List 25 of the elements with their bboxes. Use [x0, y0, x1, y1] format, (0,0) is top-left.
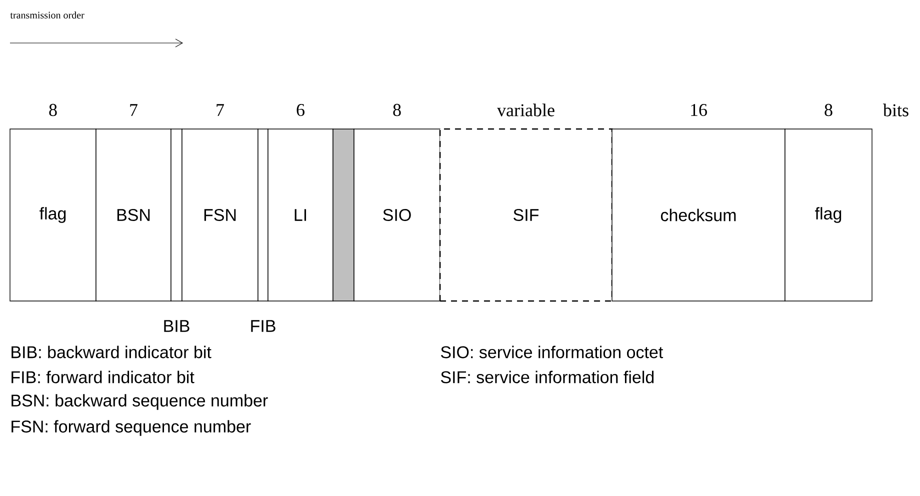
bit-box — [170, 128, 182, 302]
caption-text: transmission order — [10, 11, 84, 19]
note-text: SIO: service information octet — [440, 346, 664, 358]
bit-count: 7 — [216, 104, 224, 116]
bit-count: 8 — [824, 104, 832, 116]
bit-count: 7 — [130, 104, 138, 116]
field-box: flag — [10, 128, 96, 302]
unit-label: bits — [883, 104, 908, 116]
bit-count: 8 — [393, 104, 401, 116]
bit-count: 8 — [49, 104, 57, 116]
bit-count: variable — [497, 104, 554, 116]
field-box: checksum — [612, 128, 786, 302]
note-text: FIB: forward indicator bit — [12, 370, 194, 384]
spare-bits-bar — [332, 128, 354, 302]
note-text: FSN: forward sequence number — [12, 420, 251, 436]
note-text: SIF: service information field — [440, 370, 654, 384]
field-label: FIB — [251, 320, 276, 332]
note-text: BSN: backward sequence number — [12, 394, 268, 410]
field-box: SIO — [354, 128, 440, 302]
field-box: flag — [784, 128, 872, 302]
bit-count: 6 — [296, 104, 304, 116]
note-text: BIB: backward indicator bit — [12, 346, 212, 358]
field-label: BIB — [164, 320, 190, 332]
bit-count: 16 — [691, 104, 707, 116]
bit-box — [258, 128, 268, 302]
